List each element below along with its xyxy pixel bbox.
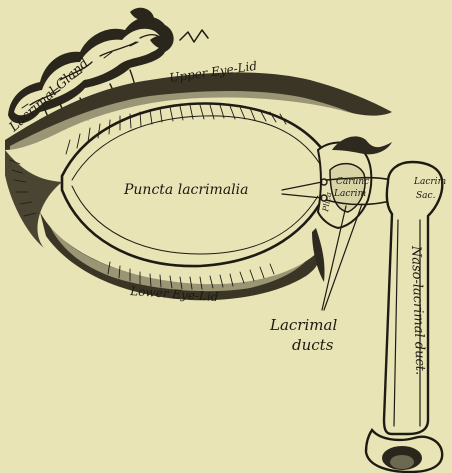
lacrimal-sac-label-1: Lacrim (413, 177, 446, 187)
medial-canthus: Carunc Lacrim Plica (312, 136, 392, 282)
lower-eyelid: Lower Eye-Lid (40, 212, 320, 304)
cut-edge (180, 30, 208, 42)
lacrimal-ducts-label-1: Lacrimal (269, 316, 337, 334)
puncta-leaders (282, 182, 322, 198)
lacrimal-ducts-label-2: ducts (292, 336, 334, 354)
caruncula-label-2: Lacrim (333, 189, 366, 199)
puncta-label: Puncta lacrimalia (123, 182, 248, 198)
lacrimal-sac-label-2: Sac. (416, 191, 436, 201)
lacrimal-sac-and-duct: Lacrim Sac. Naso-lacrimal duct. (366, 162, 446, 472)
